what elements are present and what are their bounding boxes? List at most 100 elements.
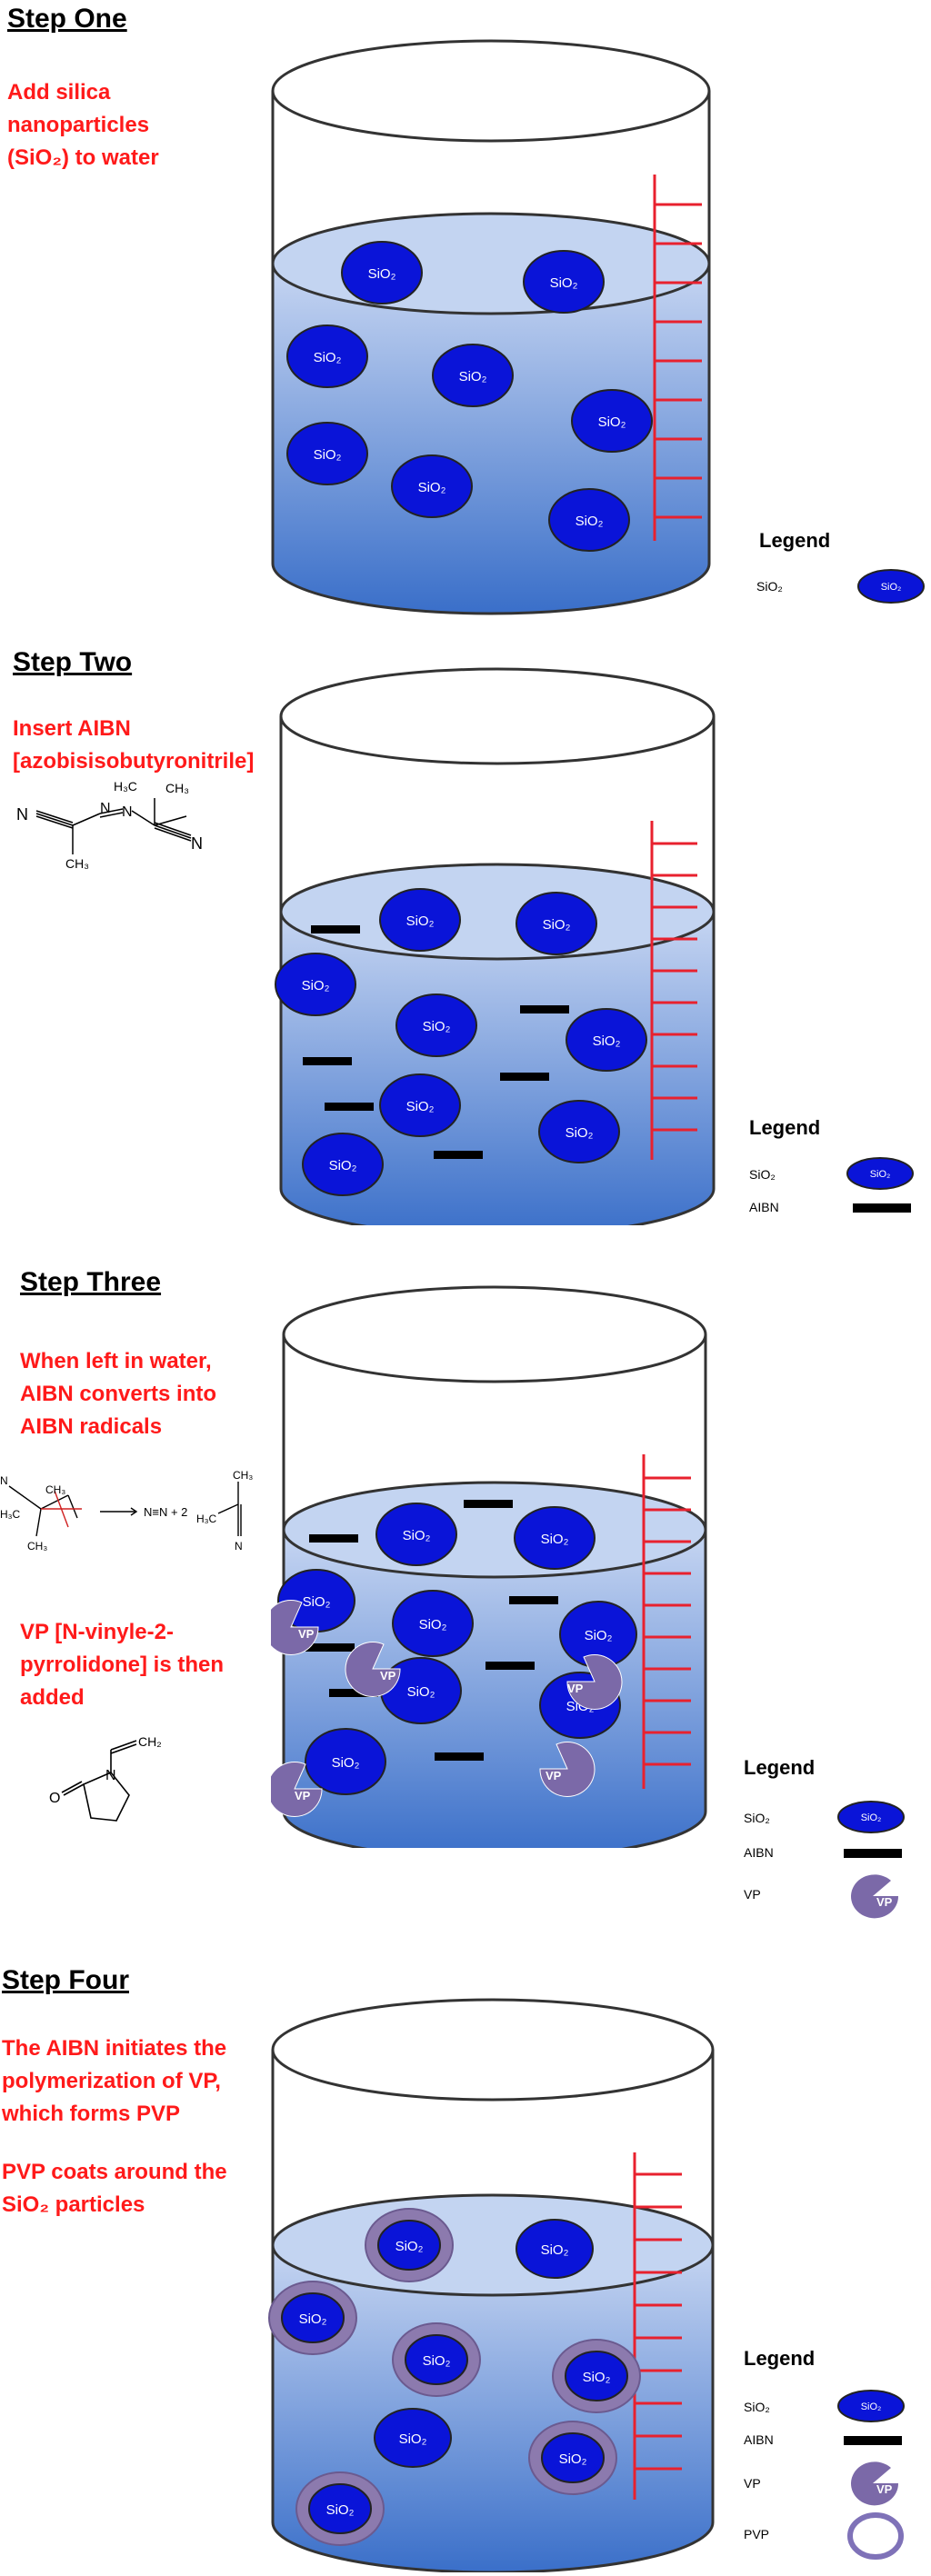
svg-text:SiO₂: SiO₂ [585,1628,613,1643]
sio2-particle: SiO₂ [305,1728,386,1795]
svg-text:CH₂: CH₂ [138,1734,162,1749]
step-four-title: Step Four [2,1965,129,1995]
sio2-particle: SiO₂ [514,1506,596,1570]
sio2-particle: SiO₂ [379,888,461,952]
pvp-coated-particle: SiO₂ [552,2339,641,2413]
step-three-title: Step Three [20,1267,162,1297]
svg-text:SiO₂: SiO₂ [326,2502,355,2518]
aibn-bar [303,925,569,1159]
svg-text:SiO₂: SiO₂ [314,447,342,463]
svg-text:SiO₂: SiO₂ [583,2370,611,2385]
sio2-particle: SiO₂ [516,892,597,955]
sio2-particle: SiO₂ [275,953,356,1016]
aibn-bar-icon [853,1203,911,1213]
step-one-description: Add silica nanoparticles (SiO₂) to water [7,80,159,170]
svg-text:SiO₂: SiO₂ [395,2239,424,2254]
svg-text:SiO₂: SiO₂ [314,350,342,365]
svg-text:SiO₂: SiO₂ [368,266,396,282]
svg-text:SiO₂: SiO₂ [303,1594,331,1610]
svg-text:SiO₂: SiO₂ [403,1528,431,1543]
svg-text:SiO₂: SiO₂ [559,2451,587,2467]
legend-label-sio2: SiO₂ [744,2400,770,2414]
svg-text:SiO₂: SiO₂ [423,2353,451,2369]
sio2-particle: SiO₂ [571,389,653,453]
measurement-scale [650,821,697,1160]
svg-text:SiO₂: SiO₂ [541,1532,569,1547]
svg-text:N: N [0,1474,8,1487]
beaker-step-one: SiO₂ SiO₂ SiO₂ SiO₂ SiO₂ SiO₂ SiO₂ SiO₂ [271,39,711,615]
svg-text:SiO₂: SiO₂ [406,914,435,929]
sio2-particle: SiO₂ [379,1073,461,1137]
svg-text:SiO₂: SiO₂ [881,582,902,593]
sio2-particle: SiO₂ [391,454,473,518]
sio2-particle: SiO₂ [302,1133,384,1196]
measurement-scale [653,175,702,541]
sio2-particle: SiO₂ [277,1569,355,1632]
svg-text:SiO₂: SiO₂ [870,1169,891,1180]
sio2-particle: SiO₂ [516,2219,594,2279]
step-one-title: Step One [7,4,127,34]
svg-text:CH₃: CH₃ [65,856,89,871]
sio2-particle: SiO₂ [523,250,605,314]
legend-label-vp: VP [744,1887,761,1902]
aibn-bar [305,1500,558,1761]
svg-text:SiO₂: SiO₂ [861,2401,882,2412]
sio2-particle-icon: SiO₂ [837,2390,905,2422]
beaker-step-three: SiO₂ SiO₂ SiO₂ SiO₂ SiO₂ SiO₂ SiO₂ SiO₂ … [271,1285,707,1848]
svg-text:SiO₂: SiO₂ [332,1755,360,1771]
svg-text:N: N [191,834,203,853]
vp-molecule: VP [539,1742,596,1797]
svg-text:SiO₂: SiO₂ [550,275,578,291]
aibn-bar-icon [844,2436,902,2445]
svg-text:O: O [49,1791,60,1806]
sio2-particle: SiO₂ [392,1590,474,1657]
step-four-description-2: PVP coats around the SiO₂ particles [2,2160,227,2217]
svg-text:CH₃: CH₃ [165,781,189,795]
svg-text:SiO₂: SiO₂ [459,369,487,384]
pvp-coated-particle: SiO₂ [268,2281,357,2355]
sio2-particle: SiO₂ [395,993,477,1057]
svg-text:SiO₂: SiO₂ [566,1125,594,1141]
legend-title: Legend [749,1116,821,1139]
svg-text:N: N [105,1768,116,1783]
svg-text:SiO₂: SiO₂ [302,978,330,993]
aibn-radical-reaction-diagram: N CH₃ H₃C CH₃ N≡N + 2 H₃C CH₃ N [0,1469,253,1553]
vp-pacman-icon: VP [851,1874,899,1919]
svg-text:SiO₂: SiO₂ [423,1019,451,1034]
beaker-step-two: SiO₂ SiO₂ SiO₂ SiO₂ SiO₂ SiO₂ SiO₂ SiO₂ [275,667,716,1225]
svg-text:VP: VP [295,1789,311,1802]
svg-text:SiO₂: SiO₂ [407,1684,435,1700]
step-three-description: When left in water, AIBN converts into A… [20,1349,217,1439]
pvp-coated-particle: SiO₂ [528,2421,617,2495]
sio2-particle: SiO₂ [341,241,423,305]
measurement-scale [633,2152,682,2500]
svg-text:N: N [235,1540,243,1553]
sio2-particle-icon: SiO₂ [857,569,925,604]
svg-text:CH₃: CH₃ [45,1483,65,1496]
svg-text:VP: VP [380,1669,396,1682]
legend-label-aibn: AIBN [749,1200,779,1214]
legend-label-vp: VP [744,2476,761,2491]
svg-text:N: N [100,801,111,816]
legend-label-sio2: SiO₂ [744,1811,770,1825]
sio2-particle-icon: SiO₂ [837,1801,905,1833]
svg-text:SiO₂: SiO₂ [406,1099,435,1114]
svg-text:H₃C: H₃C [0,1508,21,1521]
legend-title: Legend [759,529,831,552]
aibn-bar-icon [844,1849,902,1858]
aibn-structure-diagram: N N N H₃C CH₃ CH₃ N [16,779,203,871]
svg-text:SiO₂: SiO₂ [543,917,571,933]
svg-text:SiO₂: SiO₂ [593,1033,621,1049]
legend-label-aibn: AIBN [744,1845,774,1860]
vp-structure-diagram: N O CH₂ [49,1734,162,1822]
vp-molecule: VP [271,1600,319,1655]
step-two-description: Insert AIBN [azobisisobutyronitrile] [13,716,255,774]
sio2-particle: SiO₂ [432,344,514,407]
step-four-description: The AIBN initiates the polymerization of… [2,2036,227,2126]
svg-text:SiO₂: SiO₂ [541,2242,569,2258]
vp-molecule: VP [271,1762,323,1817]
svg-text:H₃C: H₃C [196,1513,217,1525]
sio2-particle: SiO₂ [286,422,368,485]
legend-label-sio2: SiO₂ [749,1167,776,1182]
svg-text:VP: VP [567,1682,584,1695]
